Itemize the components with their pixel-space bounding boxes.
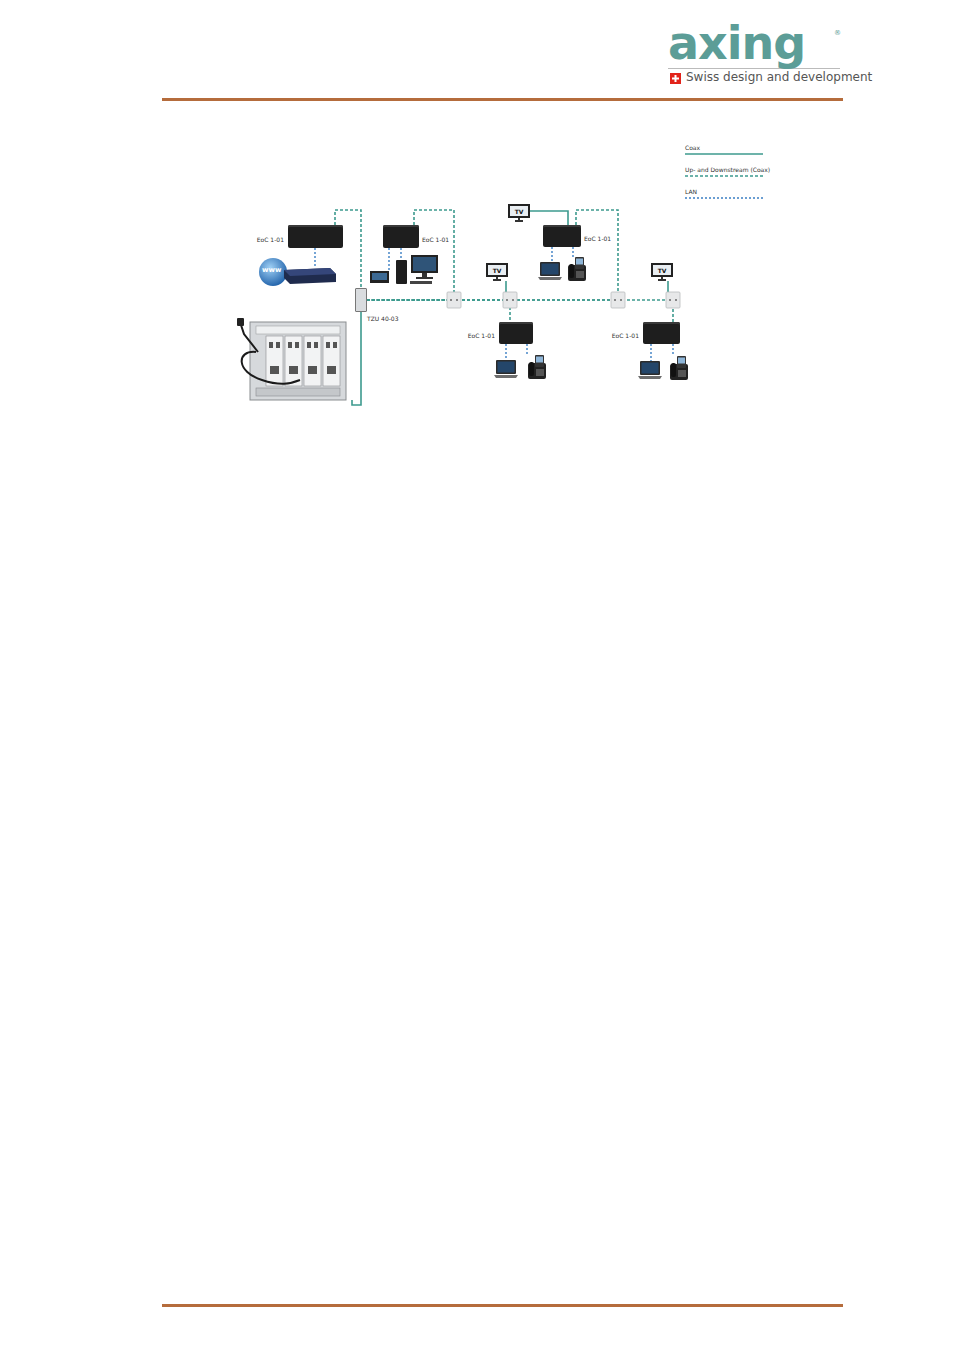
brand-logo: axing xyxy=(668,20,805,66)
brand-slogan: Swiss design and development xyxy=(686,71,872,83)
tv-set: TV xyxy=(508,204,530,218)
device-label: TZU 40-03 xyxy=(367,315,399,322)
tv-label: TV xyxy=(493,267,502,274)
legend-text: Coax xyxy=(685,144,700,151)
eoc-device: EoC 1-01 xyxy=(288,225,343,248)
splitter-box: TZU 40-03 xyxy=(355,288,367,312)
coax-updown-line xyxy=(335,210,361,288)
legend-sample xyxy=(685,175,763,177)
legend-text: Up- and Downstream (Coax) xyxy=(685,166,770,173)
registered-mark: ® xyxy=(834,30,841,37)
tv-label: TV xyxy=(515,208,524,215)
eoc-device: EoC 1-01 xyxy=(499,322,533,344)
coax-updown-line xyxy=(367,300,510,322)
coax-line xyxy=(530,211,568,225)
coax-updown-line xyxy=(367,210,618,300)
legend-sample xyxy=(685,197,763,198)
coax-updown-line xyxy=(367,210,454,300)
eoc-device: EoC 1-01 xyxy=(643,322,680,344)
legend-text: LAN xyxy=(685,188,697,195)
legend-sample xyxy=(685,153,763,155)
tv-set: TV xyxy=(486,263,508,277)
device-label: EoC 1-01 xyxy=(422,236,449,243)
tv-label: TV xyxy=(658,267,667,274)
device-label: EoC 1-01 xyxy=(612,332,639,339)
device-label: EoC 1-01 xyxy=(468,332,495,339)
eoc-device: EoC 1-01 xyxy=(543,225,581,247)
globe-text: www xyxy=(262,267,281,274)
tv-set: TV xyxy=(651,263,673,277)
eoc-device: EoC 1-01 xyxy=(383,225,419,248)
device-label: EoC 1-01 xyxy=(257,236,284,243)
device-label: EoC 1-01 xyxy=(584,235,611,242)
coax-updown-line xyxy=(367,300,673,322)
